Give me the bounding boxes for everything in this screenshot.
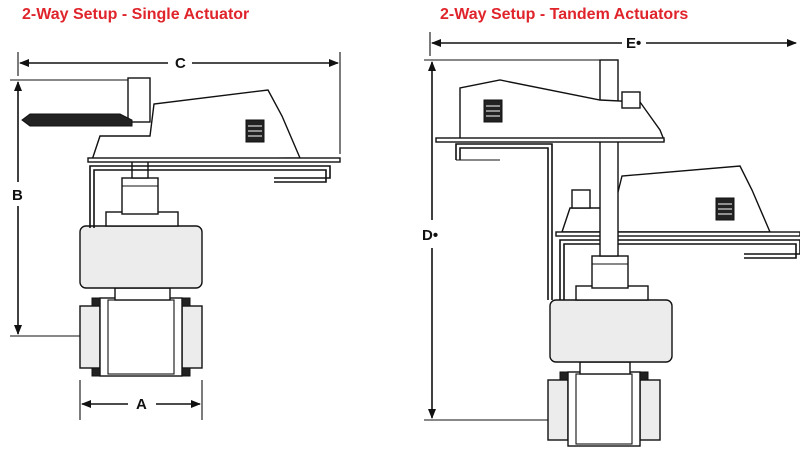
dimension-label-b: B xyxy=(12,187,23,204)
tandem-actuator-assembly xyxy=(435,59,800,447)
tandem-coupler xyxy=(549,255,673,363)
dimension-label-e: E• xyxy=(626,35,641,52)
coupler xyxy=(79,177,203,289)
dimension-label-c: C xyxy=(175,55,186,72)
dimension-b: B xyxy=(10,79,128,337)
dimension-d: D• xyxy=(422,59,600,421)
single-actuator-assembly xyxy=(21,77,341,377)
mounting-bracket xyxy=(89,165,331,228)
title-single-actuator: 2-Way Setup - Single Actuator xyxy=(22,6,250,23)
dimension-label-d: D• xyxy=(422,227,438,244)
manual-lever xyxy=(21,113,133,127)
tandem-ball-valve-body xyxy=(547,361,661,447)
title-tandem-actuators: 2-Way Setup - Tandem Actuators xyxy=(440,6,689,23)
dimension-a: A xyxy=(79,380,203,420)
dimension-label-a: A xyxy=(136,396,147,413)
upper-actuator xyxy=(435,79,666,300)
actuator xyxy=(21,77,341,163)
ball-valve-body xyxy=(79,287,203,377)
dimension-c: C xyxy=(17,52,341,154)
dimension-e: E• xyxy=(429,32,797,56)
tandem-shaft xyxy=(599,59,619,257)
